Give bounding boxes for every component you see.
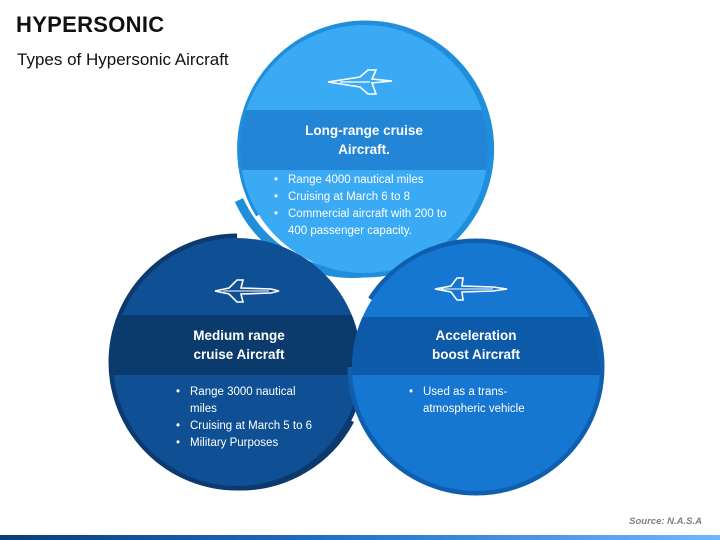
list-item: Used as a trans-atmospheric vehicle	[409, 384, 549, 418]
list-item: Military Purposes	[176, 435, 316, 452]
list-item: Cruising at March 5 to 6	[176, 418, 316, 435]
medium-range-title-band	[113, 315, 361, 375]
long-range-title: Long-range cruise Aircraft.	[305, 123, 423, 157]
page-title: HYPERSONIC	[16, 12, 165, 37]
list-item: Cruising at March 6 to 8	[274, 189, 464, 206]
acceleration-bullets: Used as a trans-atmospheric vehicle	[409, 384, 549, 418]
long-range-title-band	[240, 110, 488, 170]
acceleration-title: Acceleration boost Aircraft	[431, 328, 520, 362]
bottom-accent-bar	[0, 535, 720, 540]
medium-range-bullets: Range 3000 nautical miles Cruising at Ma…	[176, 384, 316, 452]
medium-range-circle	[108, 233, 366, 491]
medium-range-title: Medium range cruise Aircraft	[193, 328, 285, 362]
medium-range-ring-arc-bottom	[236, 417, 354, 491]
jet-aircraft-icon	[434, 277, 508, 301]
source-note: Source: N.A.S.A	[629, 516, 702, 527]
acceleration-title-band	[352, 317, 600, 375]
page-subtitle: Types of Hypersonic Aircraft	[17, 50, 229, 69]
acceleration-circle	[347, 238, 605, 496]
list-item: Range 4000 nautical miles	[274, 172, 464, 189]
list-item: Commercial aircraft with 200 to 400 pass…	[274, 206, 464, 240]
list-item: Range 3000 nautical miles	[176, 384, 316, 418]
jet-aircraft-icon	[214, 279, 280, 303]
long-range-bullets: Range 4000 nautical miles Cruising at Ma…	[274, 172, 464, 240]
jet-aircraft-icon	[327, 69, 393, 95]
